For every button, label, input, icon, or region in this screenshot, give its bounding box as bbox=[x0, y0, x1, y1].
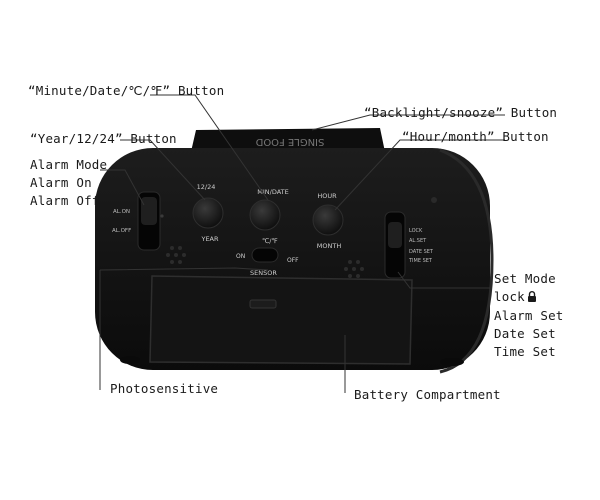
cf-switch bbox=[251, 247, 279, 263]
battery-compartment bbox=[149, 275, 413, 365]
leader-alarm bbox=[100, 169, 145, 206]
al-on-label: AL.ON bbox=[113, 209, 130, 215]
top-text: SINGLE FOOD bbox=[255, 136, 324, 147]
btn-right-bottom: MONTH bbox=[317, 242, 342, 250]
lock-text: lock bbox=[494, 289, 525, 304]
date-set-label: Date Set bbox=[494, 326, 556, 341]
leader-minute-date bbox=[150, 94, 269, 201]
battery-latch bbox=[249, 299, 277, 309]
speaker-right bbox=[344, 260, 364, 278]
on-label: ON bbox=[236, 253, 245, 260]
btn-mid-top: MIN/DATE bbox=[257, 188, 289, 196]
lock-icon bbox=[527, 289, 537, 307]
set-mode-title: Set Mode bbox=[494, 271, 556, 286]
btn-left-top: 12/24 bbox=[197, 183, 216, 191]
year-12-24-callout: “Year/12/24” Button bbox=[30, 131, 177, 146]
foot-right bbox=[440, 358, 464, 366]
year-12-24-button bbox=[192, 197, 224, 229]
date-set-label: DATE SET bbox=[409, 249, 434, 255]
leader-year bbox=[120, 139, 206, 201]
foot-left bbox=[120, 356, 140, 364]
lock-label: LOCK bbox=[409, 228, 423, 234]
set-mode-callout: Set Mode lock Alarm Set Date Set Time Se… bbox=[494, 270, 564, 361]
leader-setmode bbox=[397, 271, 490, 289]
alarm-switch-knob bbox=[141, 197, 157, 225]
sensor-hole bbox=[160, 214, 164, 218]
leader-backlight bbox=[311, 114, 505, 131]
hour-month-callout: “Hour/month” Button bbox=[402, 129, 549, 144]
btn-left-bottom: YEAR bbox=[200, 235, 219, 243]
cf-label: ℃/℉ bbox=[262, 237, 278, 245]
leader-photo bbox=[99, 267, 269, 271]
backlight-snooze-callout: “Backlight/snooze” Button bbox=[364, 105, 558, 120]
front-bezel bbox=[439, 148, 494, 374]
time-set-label: Time Set bbox=[494, 344, 556, 359]
leader-hour bbox=[334, 139, 505, 211]
al-off-label: AL.OFF bbox=[112, 228, 131, 234]
speaker-left bbox=[166, 246, 186, 264]
set-mode-knob bbox=[388, 222, 402, 248]
sensor-label: SENSOR bbox=[250, 269, 277, 277]
btn-right-top: HOUR bbox=[317, 192, 337, 200]
lock-row: lock bbox=[494, 288, 564, 307]
battery-callout: Battery Compartment bbox=[354, 387, 501, 402]
off-label: OFF bbox=[287, 257, 299, 264]
alarm-off-label: Alarm Off bbox=[30, 193, 100, 208]
alarm-set-label: Alarm Set bbox=[494, 308, 564, 323]
leader-lines bbox=[99, 94, 505, 393]
photosensitive-callout: Photosensitive bbox=[110, 381, 219, 396]
time-set-label: TIME SET bbox=[408, 258, 433, 264]
minute-date-cf-callout: “Minute/Date/℃/℉” Button bbox=[28, 83, 225, 98]
mic-hole bbox=[431, 197, 437, 203]
alarm-mode-callout: Alarm Mode Alarm On Alarm Off bbox=[30, 156, 107, 210]
al-set-label: AL.SET bbox=[409, 238, 427, 244]
alarm-mode-title: Alarm Mode bbox=[30, 157, 108, 172]
min-date-button bbox=[249, 199, 281, 231]
hour-month-button bbox=[312, 204, 344, 236]
alarm-on-label: Alarm On bbox=[30, 175, 92, 190]
